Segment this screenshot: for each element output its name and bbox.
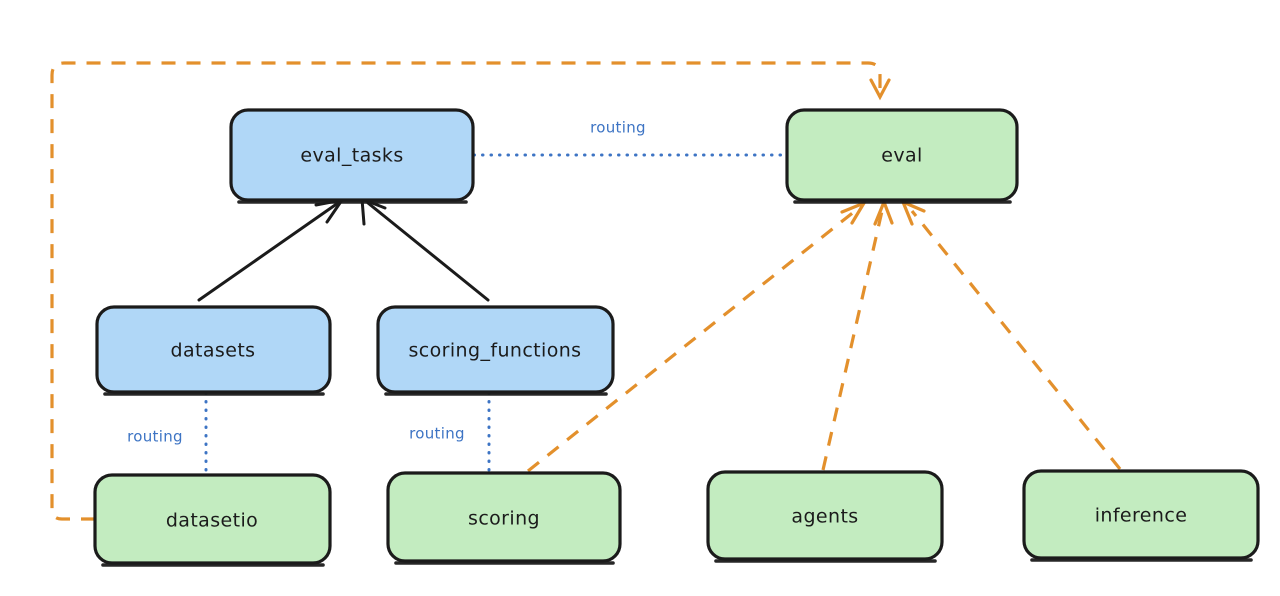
node-scoring-label: scoring [468,508,540,530]
node-datasetio[interactable]: datasetio [93,473,332,567]
node-datasets-label: datasets [171,340,256,362]
node-agents[interactable]: agents [706,470,944,563]
node-datasets-box[interactable] [95,305,332,394]
node-scoring[interactable]: scoring [386,471,622,565]
node-agents-label: agents [791,506,858,528]
edge-labels: routing routing routing [127,119,646,446]
edge-label-routing-eval: routing [590,119,646,137]
node-scoring-box[interactable] [386,471,622,563]
node-scoring-functions-label: scoring_functions [409,340,582,362]
node-scoring-functions-box[interactable] [376,305,615,394]
node-datasetio-label: datasetio [166,510,258,532]
edge-label-routing-datasetio: routing [127,428,183,446]
node-inference-label: inference [1095,505,1188,527]
edge-agents-eval[interactable] [821,197,894,471]
node-datasetio-box[interactable] [93,473,332,565]
node-eval[interactable]: eval [785,108,1019,204]
node-inference-box[interactable] [1022,469,1260,560]
routing-edges [204,153,788,476]
node-eval-tasks[interactable]: eval_tasks [229,108,475,204]
node-eval-tasks-box[interactable] [229,108,475,202]
node-eval-box[interactable] [785,108,1019,202]
edge-label-routing-scoring: routing [409,425,465,443]
edge-scoring-functions-to-eval-tasks[interactable] [360,196,490,302]
composition-edges [197,196,490,302]
node-scoring-functions[interactable]: scoring_functions [376,305,615,396]
edge-datasetio-eval[interactable] [50,61,891,521]
node-eval-label: eval [881,145,922,167]
edge-inference-eval[interactable] [900,198,1122,471]
edge-datasets-to-eval-tasks[interactable] [197,197,346,302]
node-eval-tasks-label: eval_tasks [300,145,403,167]
node-agents-box[interactable] [706,470,944,561]
node-datasets[interactable]: datasets [95,305,332,396]
node-inference[interactable]: inference [1022,469,1260,562]
